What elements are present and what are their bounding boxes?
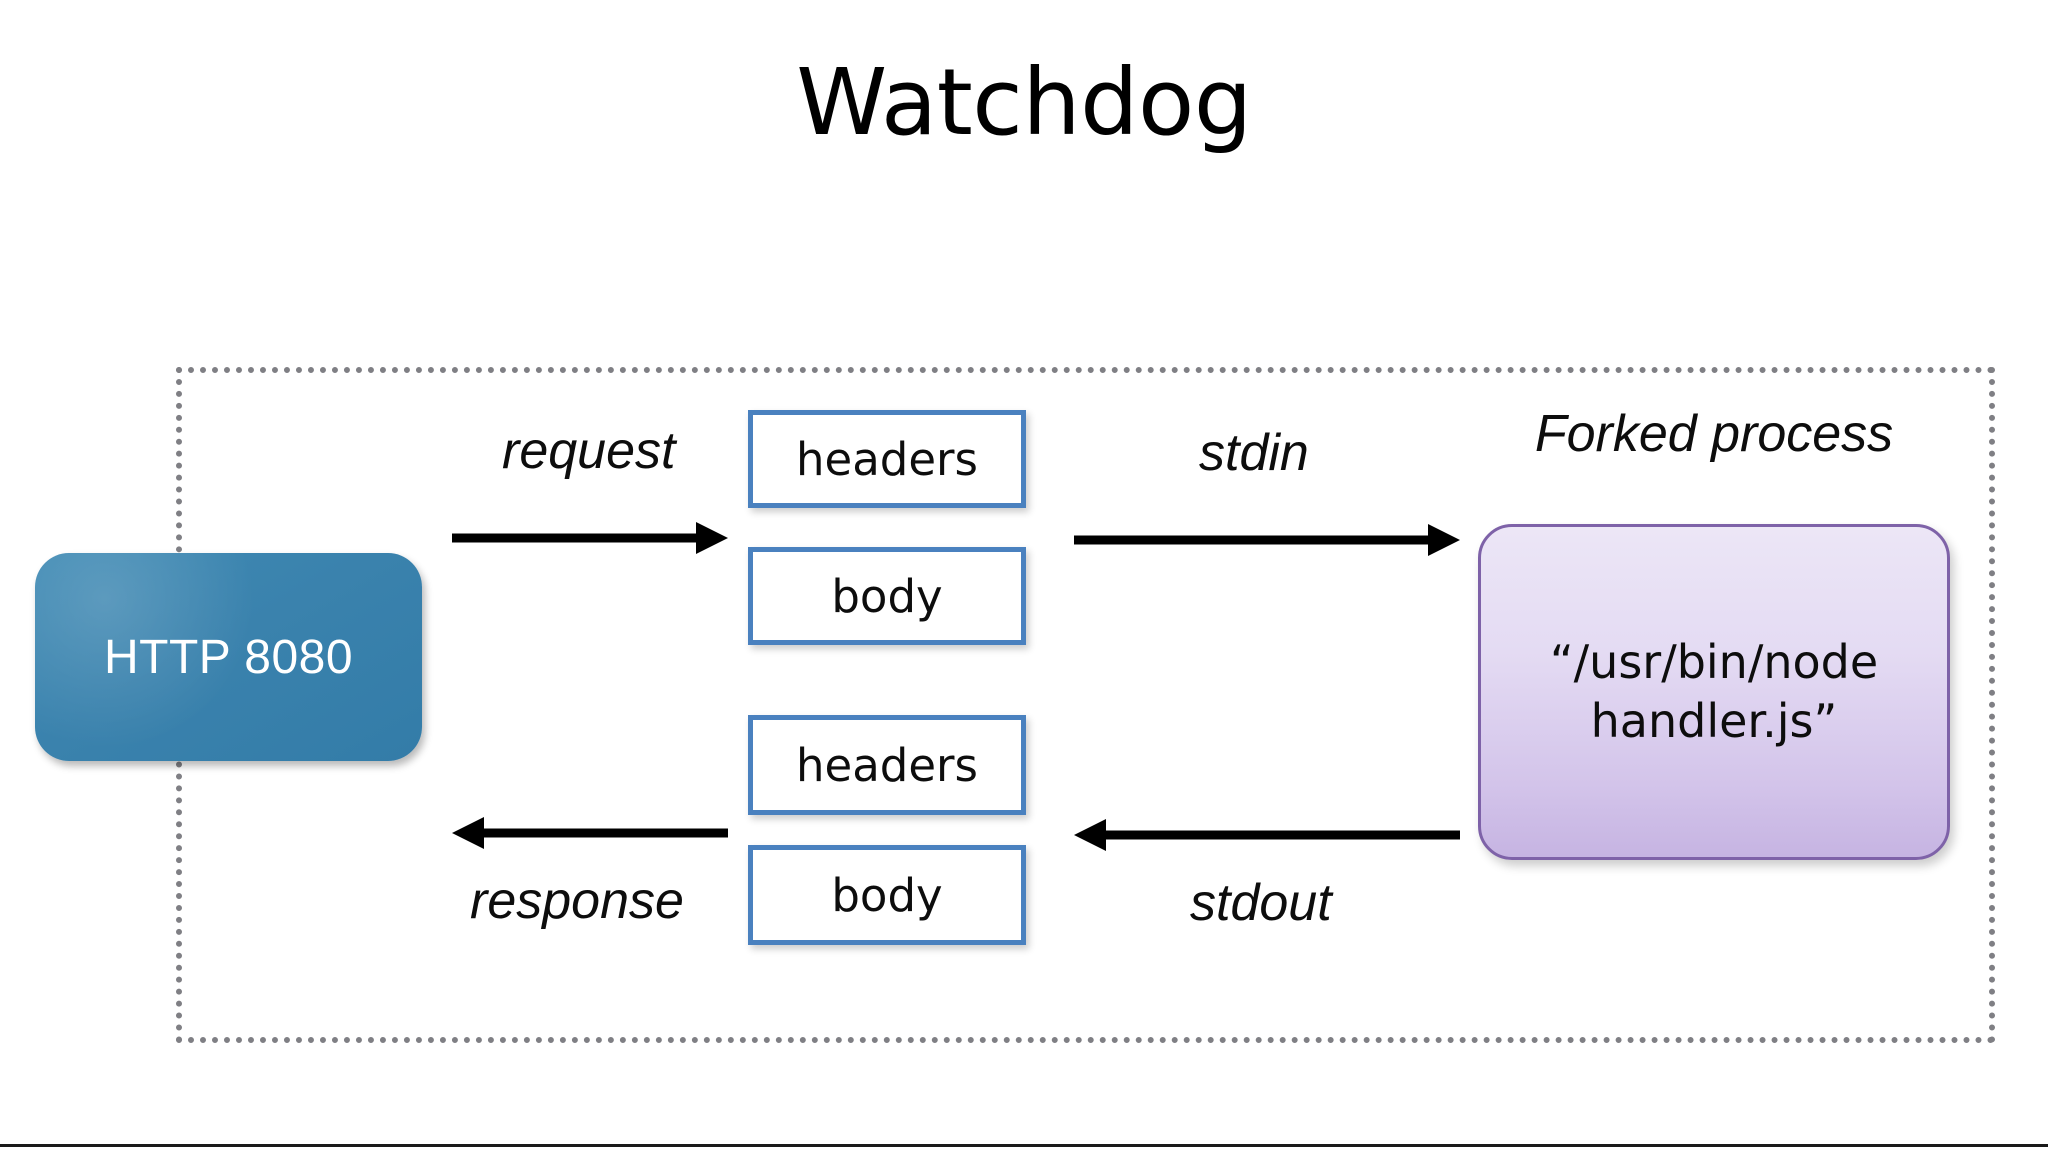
response-body-label: body bbox=[831, 868, 943, 922]
request-headers-box: headers bbox=[748, 410, 1026, 508]
forked-process-command: “/usr/bin/node handler.js” bbox=[1550, 633, 1878, 751]
forked-process-command-line-1: “/usr/bin/node bbox=[1549, 635, 1879, 690]
forked-process-box: “/usr/bin/node handler.js” bbox=[1478, 524, 1950, 860]
request-body-label: body bbox=[831, 569, 943, 623]
request-flow-label: request bbox=[502, 422, 676, 480]
http-endpoint-label: HTTP 8080 bbox=[103, 630, 354, 684]
footer-divider bbox=[0, 1144, 2048, 1147]
stdin-arrow-icon bbox=[1072, 520, 1462, 560]
response-body-box: body bbox=[748, 845, 1026, 945]
request-arrow-icon bbox=[450, 518, 730, 558]
response-arrow-icon bbox=[450, 813, 730, 853]
response-flow-label: response bbox=[470, 872, 684, 930]
stdout-arrow-icon bbox=[1072, 815, 1462, 855]
response-headers-label: headers bbox=[796, 738, 978, 792]
page-title: Watchdog bbox=[796, 49, 1252, 156]
stdout-flow-label: stdout bbox=[1190, 874, 1332, 932]
request-body-box: body bbox=[748, 547, 1026, 645]
forked-process-command-line-2: handler.js” bbox=[1590, 694, 1838, 748]
http-endpoint-box: HTTP 8080 bbox=[35, 553, 422, 761]
forked-process-caption: Forked process bbox=[1534, 405, 1894, 463]
response-headers-box: headers bbox=[748, 715, 1026, 815]
request-headers-label: headers bbox=[796, 432, 978, 486]
stdin-flow-label: stdin bbox=[1199, 424, 1309, 482]
